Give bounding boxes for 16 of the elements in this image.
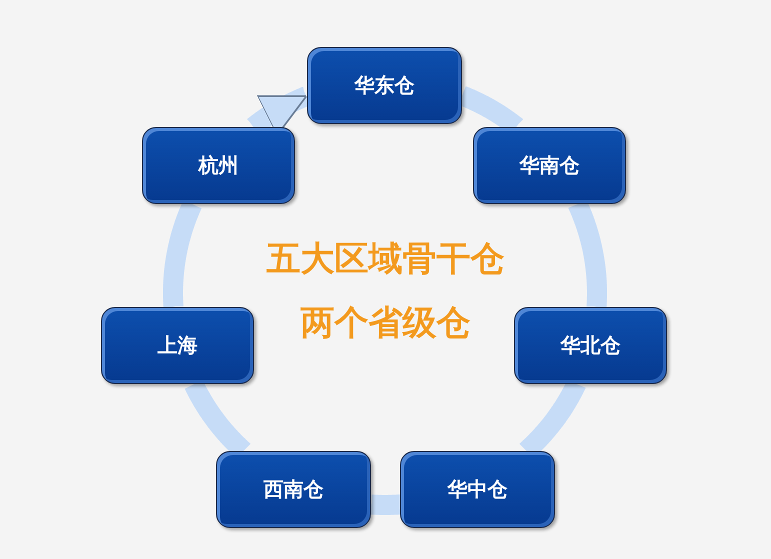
warehouse-box <box>400 451 555 528</box>
box-label: 西南仓 <box>264 476 324 503</box>
box-label: 华中仓 <box>448 476 508 503</box>
warehouse-box <box>142 127 295 204</box>
warehouse-box <box>307 47 462 124</box>
warehouse-box <box>473 127 626 204</box>
warehouse-box <box>514 307 667 384</box>
warehouse-box <box>216 451 371 528</box>
center-heading: 五大区域骨干仓 <box>266 238 504 281</box>
box-label: 上海 <box>158 332 198 359</box>
box-label: 华东仓 <box>354 72 414 99</box>
center-heading: 两个省级仓 <box>300 302 470 345</box>
warehouse-box <box>101 307 254 384</box>
box-label: 华北仓 <box>560 332 620 359</box>
box-label: 华南仓 <box>520 152 580 179</box>
box-label: 杭州 <box>198 152 238 179</box>
